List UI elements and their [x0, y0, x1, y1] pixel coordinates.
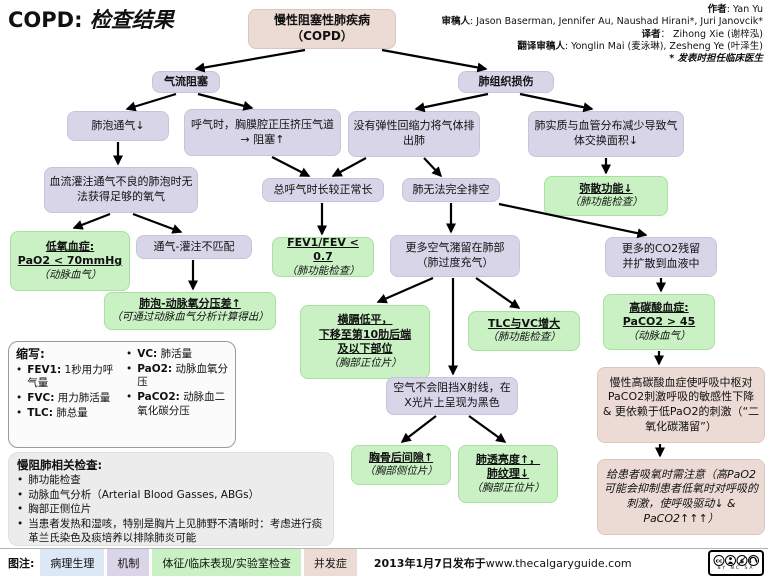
credit-translation-reviewers: 翻译审稿人: Yonglin Mai (麦泳琳), Zesheng Ye (叶泽… — [517, 41, 763, 53]
credit-author: 作者: Yan Yu — [707, 4, 763, 15]
page-title-prefix: COPD: — [8, 8, 83, 32]
arrow-airflow-alv — [125, 92, 177, 112]
arrow-xray-lucency — [468, 415, 507, 443]
cc-icon — [713, 555, 725, 567]
abbr-item: •PaCO2: 动脉血二氧化碳分压 — [126, 390, 226, 417]
abbr-item: •VC: 肺活量 — [126, 348, 193, 360]
node-lung-lucency: 肺透亮度↑， 肺纹理↓ （胸部正位片） — [458, 445, 558, 503]
abbr-heading: 缩写: — [16, 347, 45, 361]
cc-license-badge: cc $ BY NC SA — [708, 550, 764, 576]
node-no-elastic-recoil: 没有弹性回缩力将气体排出肺 — [348, 111, 480, 157]
node-copd: 慢性阻塞性肺疾病 （COPD） — [248, 9, 396, 49]
node-aa-gradient: 肺泡-动脉氧分压差↑ （可通过动脉血气分析计算得出） — [104, 292, 276, 330]
node-perfusion-mismatch-cause: 血流灌注通气不良的肺泡时无法获得足够的氧气 — [44, 167, 198, 213]
abbreviations-box: 缩写: •FEV1: 1秒用力呼气量 •FVC: 用力肺活量 •TLC: 肺总量… — [8, 341, 236, 448]
node-incomplete-emptying: 肺无法完全排空 — [402, 178, 500, 202]
abbr-item: •FVC: 用力肺活量 — [16, 391, 111, 404]
arrow-trapping-tlc — [475, 277, 521, 309]
arrow-tissue-recoil — [414, 92, 489, 113]
tests-heading: 慢阻肺相关检查: — [17, 458, 103, 472]
cc-by-icon — [725, 555, 736, 567]
abbr-col-2: •VC: 肺活量 •PaO2: 动脉血氧分压 •PaCO2: 动脉血二氧化碳分压 — [126, 347, 228, 421]
cc-sa-icon — [748, 555, 759, 567]
arrow-recoil-exhaletime — [331, 157, 367, 177]
abbr-item: •FEV1: 1秒用力呼气量 — [16, 363, 114, 390]
arrow-xray-retrosternal — [400, 415, 437, 443]
cc-icons: cc $ — [713, 555, 759, 567]
abbr-item: •PaO2: 动脉血氧分压 — [126, 362, 228, 389]
node-co2-retention: 更多的CO2残留 并扩散到血液中 — [605, 237, 717, 277]
node-vq-mismatch: 通气-灌注不匹配 — [136, 235, 252, 259]
cc-caption: BY NC SA — [717, 566, 755, 572]
tests-item: •当患者发热和湿咳，特别是胸片上见肺野不清晰时：考虑进行痰革兰氏染色及痰培养以排… — [17, 517, 323, 544]
arrow-perfusion-vq — [132, 212, 183, 234]
node-retrosternal-space: 胸骨后间隙↑ （胸部侧位片） — [351, 445, 451, 485]
legend-label: 图注: — [8, 557, 35, 570]
credits-block: 作者: Yan Yu 审稿人: Jason Baserman, Jennifer… — [441, 4, 763, 66]
arrow-recoil-emptying — [423, 157, 443, 178]
node-hypoxemia: 低氧血症: PaO2 < 70mmHg （动脉血气） — [10, 231, 130, 291]
arrow-perfusion-hypoxemia — [72, 212, 111, 230]
node-hypercapnia: 高碳酸血症: PaCO2 > 45 （动脉血气） — [603, 294, 715, 350]
legend-pathophysiology: 病理生理 — [40, 549, 105, 576]
arrow-airflow-pressure — [197, 92, 254, 111]
node-co2-insensitivity: 慢性高碳酸血症使呼吸中枢对PaCO2刺激呼吸的敏感性下降 & 更依赖于低PaO2… — [597, 367, 765, 443]
node-lung-tissue-damage: 肺组织损伤 — [458, 71, 554, 93]
node-exhale-pressure: 呼气时，胸膜腔正压挤压气道→ 阻塞↑ — [184, 109, 341, 156]
node-diffusion-capacity: 弥散功能↓ （肺功能检查） — [544, 176, 668, 216]
publish-info: 2013年1月7日发布于 www.thecalgaryguide.com — [373, 556, 632, 571]
legend-mechanism: 机制 — [107, 549, 150, 576]
arrow-trapping-diaphragm — [376, 276, 434, 304]
node-oxygen-caution: 给患者吸氧时需注意（高PaO2可能会抑制患者低氧时对呼吸的刺激，使呼吸驱动↓ &… — [597, 459, 765, 535]
arrow-pressure-exhaletime — [271, 156, 311, 177]
credit-footnote: * 发表时担任临床医生 — [669, 53, 763, 65]
page-title-suffix: 检查结果 — [82, 8, 174, 32]
credit-reviewers: 审稿人: Jason Baserman, Jennifer Au, Nausha… — [441, 16, 763, 28]
node-tlc-vc: TLC与VC增大 （肺功能检查） — [468, 311, 580, 351]
legend-bar: 图注: 病理生理 机制 体征/临床表现/实验室检查 并发症 2013年1月7日发… — [0, 548, 768, 576]
node-flat-diaphragm: 横膈低平， 下移至第10肋后端 及以下部位 （胸部正位片） — [300, 305, 430, 379]
node-air-trapping: 更多空气潴留在肺部 （肺过度充气） — [390, 235, 520, 277]
abbr-col-1: 缩写: •FEV1: 1秒用力呼气量 •FVC: 用力肺活量 •TLC: 肺总量 — [16, 347, 118, 421]
node-fev-ratio: FEV1/FEV < 0.7 （肺功能检查） — [272, 236, 374, 277]
related-tests-box: 慢阻肺相关检查: •肺功能检查 •动脉血气分析（Arterial Blood G… — [8, 452, 334, 546]
node-alveolar-ventilation: 肺泡通气↓ — [67, 111, 169, 141]
svg-text:cc: cc — [716, 559, 723, 565]
page-title: COPD: 检查结果 — [8, 4, 174, 34]
tests-item: •动脉血气分析（Arterial Blood Gasses, ABGs） — [17, 488, 260, 501]
legend-complications: 并发症 — [303, 549, 357, 576]
node-exhale-time: 总呼气时长较正常长 — [262, 178, 384, 202]
cc-nc-icon — [736, 555, 748, 567]
credit-translator: 译者： Zihong Xie (谢梓泓) — [641, 28, 763, 40]
node-xray-black: 空气不会阻挡X射线，在X光片上呈现为黑色 — [386, 377, 518, 415]
arrow-copd-airflow — [194, 48, 306, 73]
arrow-tissue-parenchyma — [519, 92, 594, 113]
abbr-item: •TLC: 肺总量 — [16, 406, 88, 419]
node-airflow-obstruction: 气流阻塞 — [152, 71, 220, 93]
node-parenchyma-loss: 肺实质与血管分布减少导致气体交换面积↓ — [528, 111, 684, 157]
tests-item: •肺功能检查 — [17, 473, 81, 486]
legend-signs: 体征/临床表现/实验室检查 — [152, 549, 301, 576]
tests-item: •胸部正侧位片 — [17, 503, 92, 516]
